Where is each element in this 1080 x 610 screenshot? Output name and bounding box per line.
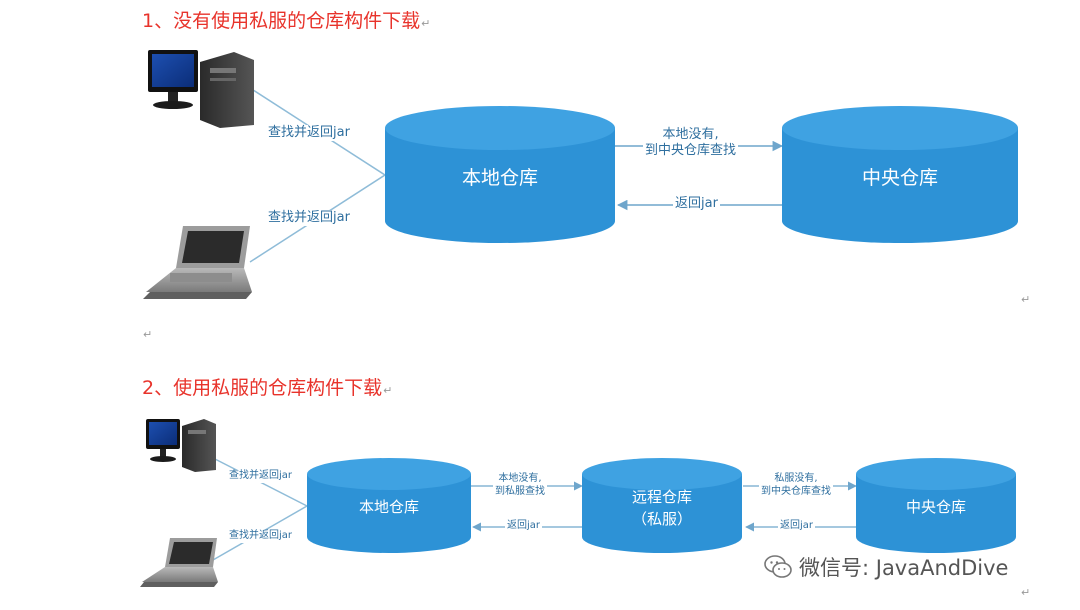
laptop-icon — [143, 226, 252, 299]
edge-label-local-to-remote: 本地没有, 到私服查找 — [493, 473, 547, 498]
local-repository-cylinder: 本地仓库 — [385, 106, 615, 243]
section1-heading-text: 1、没有使用私服的仓库构件下载 — [142, 10, 421, 32]
central-repository-label: 中央仓库 — [862, 167, 938, 189]
paragraph-mark: ↵ — [383, 384, 393, 397]
edge-label-central-return: 返回jar — [673, 196, 720, 213]
edge-label-local-to-central: 本地没有, 到中央仓库查找 — [643, 127, 739, 160]
section2-heading-text: 2、使用私服的仓库构件下载 — [142, 377, 383, 399]
local-repository-cylinder: 本地仓库 — [307, 458, 471, 553]
watermark-text: 微信号: JavaAndDive — [799, 556, 1009, 580]
edge-label-line: 到中央仓库查找 — [761, 485, 831, 497]
section1-heading: 1、没有使用私服的仓库构件下载↵ — [142, 6, 430, 33]
paragraph-mark: ↵ — [1021, 293, 1031, 306]
central-repository-cylinder: 中央仓库 — [856, 458, 1016, 553]
edge-label-desktop-query: 查找并返回jar — [266, 125, 352, 142]
edge-label-remote-return: 返回jar — [505, 520, 543, 533]
remote-repository-sublabel: （私服） — [632, 510, 692, 528]
edge-label-line: 私服没有, — [774, 473, 818, 484]
edge-label-line: 本地没有, — [662, 127, 719, 142]
edge-label-laptop-query: 查找并返回jar — [227, 530, 295, 543]
edge-label-remote-to-central: 私服没有, 到中央仓库查找 — [759, 473, 833, 498]
edge-label-line: 到私服查找 — [495, 485, 545, 497]
edge-label-line: 到中央仓库查找 — [645, 143, 737, 159]
watermark: 微信号: JavaAndDive — [763, 552, 1008, 582]
edge-label-desktop-query: 查找并返回jar — [227, 470, 295, 483]
central-repository-label: 中央仓库 — [906, 498, 966, 516]
remote-repository-label: 远程仓库 — [632, 488, 692, 506]
local-repository-label: 本地仓库 — [359, 498, 419, 516]
paragraph-mark: ↵ — [143, 328, 153, 341]
local-repository-label: 本地仓库 — [462, 167, 538, 189]
central-repository-cylinder: 中央仓库 — [782, 106, 1018, 243]
remote-repository-cylinder: 远程仓库 （私服） — [582, 458, 742, 553]
edge-label-laptop-query: 查找并返回jar — [266, 210, 352, 227]
edge-label-line: 本地没有, — [498, 473, 542, 484]
paragraph-mark: ↵ — [1021, 586, 1031, 599]
laptop-icon — [140, 538, 218, 587]
wechat-icon — [764, 555, 792, 578]
paragraph-mark: ↵ — [421, 17, 431, 30]
desktop-computer-icon — [146, 419, 216, 472]
section2-heading: 2、使用私服的仓库构件下载↵ — [142, 373, 392, 400]
edge-label-central-return: 返回jar — [778, 520, 816, 533]
desktop-computer-icon — [148, 50, 254, 128]
